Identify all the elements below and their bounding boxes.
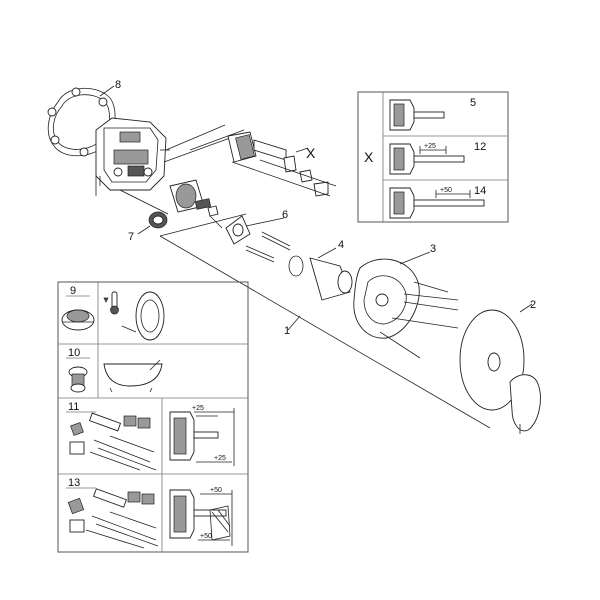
part-3-mounting-plate <box>353 251 459 359</box>
thermometer-icon <box>103 291 119 315</box>
extension-box <box>357 91 509 223</box>
callout-5: 5 <box>470 97 476 109</box>
callout-2: 2 <box>530 299 536 311</box>
dim-box-25: +25 <box>424 143 436 150</box>
dim-13-top: +50 <box>210 487 222 494</box>
callout-14: 14 <box>474 185 486 197</box>
shower-handle-icon <box>121 291 165 341</box>
part-7-nut <box>137 211 168 235</box>
part-8-seal-ring <box>47 85 116 157</box>
leader-lines-body <box>95 124 231 215</box>
callout-9: 9 <box>70 285 76 297</box>
accessories-box <box>57 281 249 553</box>
callout-3: 3 <box>430 243 436 255</box>
part-x-stem-cartridge <box>227 131 337 197</box>
bathtub-icon <box>103 359 163 393</box>
dim-box-50: +50 <box>440 187 452 194</box>
callout-8: 8 <box>115 79 121 91</box>
assembly-frame-lines <box>159 129 491 429</box>
part-9-cap <box>61 309 95 331</box>
callout-10: 10 <box>68 347 80 359</box>
callout-x-main: X <box>306 145 316 161</box>
callout-4: 4 <box>338 239 344 251</box>
part-13-extension-set-50 <box>67 488 159 549</box>
part-4-sleeve <box>288 247 353 301</box>
part-2-escutcheon-lever <box>459 303 541 434</box>
part-6-adapter-screws <box>225 215 291 263</box>
callout-1: 1 <box>284 325 290 337</box>
callout-12: 12 <box>474 141 486 153</box>
callout-x-box: X <box>364 149 374 165</box>
extension-25-drawing <box>169 408 235 466</box>
callout-6: 6 <box>282 209 288 221</box>
extension-50-drawing <box>169 489 233 546</box>
dim-11-top: +25 <box>192 405 204 412</box>
dim-13-bottom: +50 <box>200 533 212 540</box>
callout-13: 13 <box>68 477 80 489</box>
part-11-extension-set-25 <box>69 412 157 471</box>
callout-11: 11 <box>68 401 79 413</box>
part-10-stopper <box>68 366 88 393</box>
dim-11-bottom: +25 <box>214 455 226 462</box>
part-rough-in-body <box>95 117 170 191</box>
part-diverter-cartridge <box>169 179 223 229</box>
callout-7: 7 <box>128 231 134 243</box>
